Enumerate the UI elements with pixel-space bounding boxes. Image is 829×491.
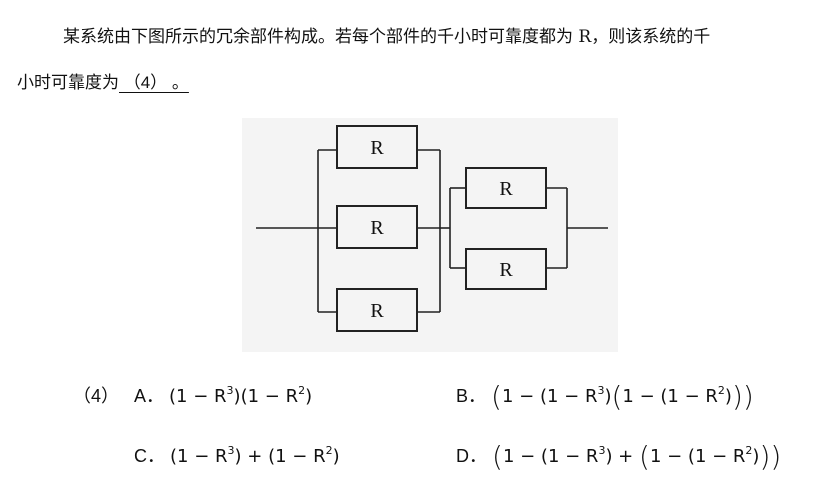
option-d-letter: D． bbox=[456, 446, 487, 466]
option-a: A． (1 − R3)(1 − R2) bbox=[134, 382, 312, 408]
question-line-1: 某系统由下图所示的冗余部件构成。若每个部件的千小时可靠度都为 R，则该系统的千 bbox=[63, 27, 711, 47]
component-label: R bbox=[499, 259, 513, 281]
component-label: R bbox=[370, 217, 384, 239]
component-box bbox=[336, 125, 418, 169]
component-label: R bbox=[370, 137, 384, 159]
option-c-letter: C． bbox=[134, 446, 165, 466]
option-c: C． (1 − R3) + (1 − R2) bbox=[134, 442, 340, 468]
component-box bbox=[336, 288, 418, 332]
answer-blank: （4） 。 bbox=[119, 73, 189, 92]
reliability-diagram: R R R R R bbox=[242, 118, 618, 352]
option-d-formula: (1 − (1 − R3) + (1 − (1 − R2))) bbox=[492, 440, 782, 473]
question-prefix: 小时可靠度为 bbox=[17, 73, 119, 93]
question-number: （4） bbox=[73, 386, 120, 406]
component-box bbox=[465, 167, 547, 209]
option-a-letter: A． bbox=[134, 386, 165, 406]
component-box bbox=[336, 205, 418, 249]
option-c-formula: (1 − R3) + (1 − R2) bbox=[170, 444, 340, 467]
question-line-2: 小时可靠度为 （4） 。 bbox=[17, 68, 189, 93]
option-d: D． (1 − (1 − R3) + (1 − (1 − R2))) bbox=[456, 440, 782, 473]
option-b-letter: B． bbox=[456, 386, 487, 406]
component-label: R bbox=[499, 178, 513, 200]
component-label: R bbox=[370, 300, 384, 322]
option-a-formula: (1 − R3)(1 − R2) bbox=[169, 384, 313, 407]
option-b: B． (1 − (1 − R3)(1 − (1 − R2))) bbox=[456, 380, 754, 413]
option-b-formula: (1 − (1 − R3)(1 − (1 − R2))) bbox=[491, 380, 754, 413]
component-box bbox=[465, 248, 547, 290]
